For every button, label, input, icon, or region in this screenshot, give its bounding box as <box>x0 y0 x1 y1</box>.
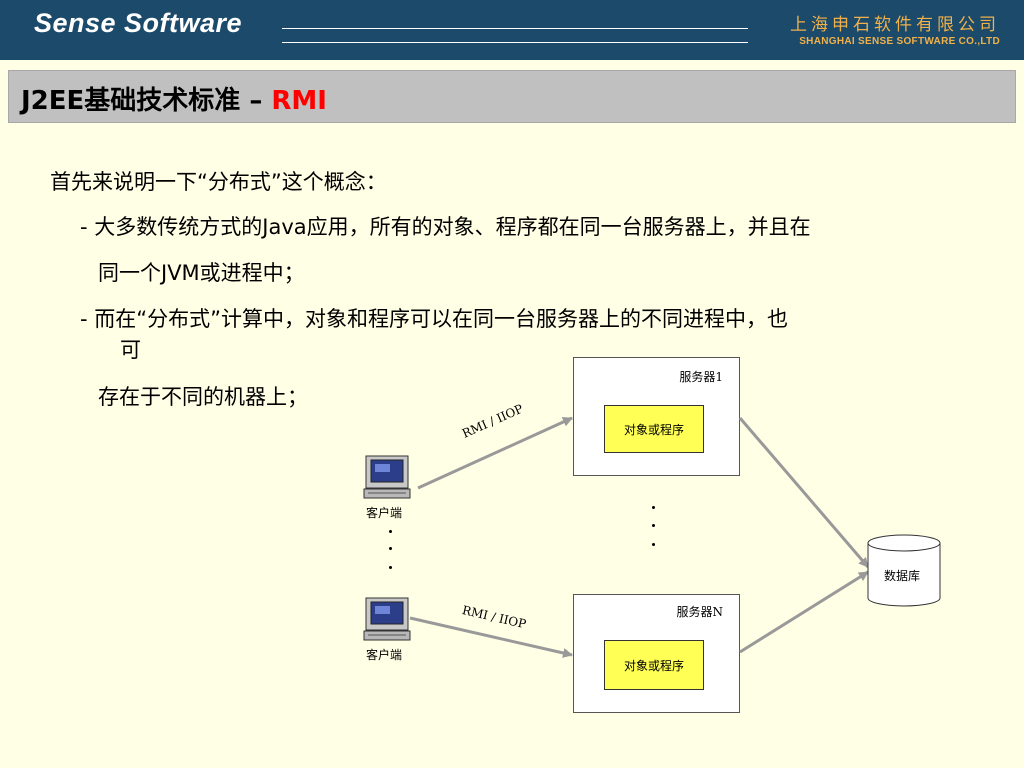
company-name-cn: 上海申石软件有限公司 <box>790 15 1000 35</box>
slide-title-bar: J2EE基础技术标准 – RMI <box>8 70 1016 123</box>
client-label-2: 客户端 <box>366 648 403 662</box>
ellipsis-dot <box>652 543 655 546</box>
server-n-object-box: 对象或程序 <box>604 640 704 690</box>
database-icon <box>867 534 941 607</box>
ellipsis-dot <box>652 506 655 509</box>
arrow-servern-to-database <box>739 570 869 654</box>
server-n-label: 服务器N <box>676 605 723 619</box>
arrow-client2-to-servern <box>409 616 573 658</box>
ellipsis-dot <box>389 566 392 569</box>
bullet-2-line-2: 可 <box>120 338 141 362</box>
computer-icon <box>363 455 411 499</box>
ellipsis-dot <box>389 547 392 550</box>
bullet-1-line-1: - 大多数传统方式的Java应用，所有的对象、程序都在同一台服务器上，并且在 <box>80 215 811 239</box>
server-n-box: 服务器N 对象或程序 <box>573 594 740 713</box>
ellipsis-dot <box>652 524 655 527</box>
slide-title-main: J2EE基础技术标准 – <box>21 86 272 116</box>
server-1-box: 服务器1 对象或程序 <box>573 357 740 476</box>
server-1-object-box: 对象或程序 <box>604 405 704 453</box>
header-banner: Sense Software 上海申石软件有限公司 SHANGHAI SENSE… <box>0 0 1024 60</box>
company-name-en: SHANGHAI SENSE SOFTWARE CO.,LTD <box>799 36 1000 47</box>
bullet-2-line-1: - 而在“分布式”计算中，对象和程序可以在同一台服务器上的不同进程中，也 <box>80 307 789 331</box>
ellipsis-dot <box>389 530 392 533</box>
computer-icon <box>363 597 411 641</box>
slide-title: J2EE基础技术标准 – RMI <box>21 80 327 117</box>
arrow-client1-to-server1 <box>417 416 573 490</box>
header-divider-bottom <box>282 42 748 43</box>
slide-title-accent: RMI <box>271 86 327 116</box>
bullet-1-line-2: 同一个JVM或进程中； <box>98 261 305 285</box>
brand-logo-text: Sense Software <box>34 8 243 38</box>
header-divider-top <box>282 28 748 29</box>
server-1-label: 服务器1 <box>679 370 723 384</box>
client-label-1: 客户端 <box>366 506 403 520</box>
bullet-2-line-3: 存在于不同的机器上； <box>98 385 308 409</box>
database-label: 数据库 <box>884 569 921 583</box>
intro-text: 首先来说明一下“分布式”这个概念： <box>50 170 387 194</box>
arrow-server1-to-database <box>738 417 870 568</box>
